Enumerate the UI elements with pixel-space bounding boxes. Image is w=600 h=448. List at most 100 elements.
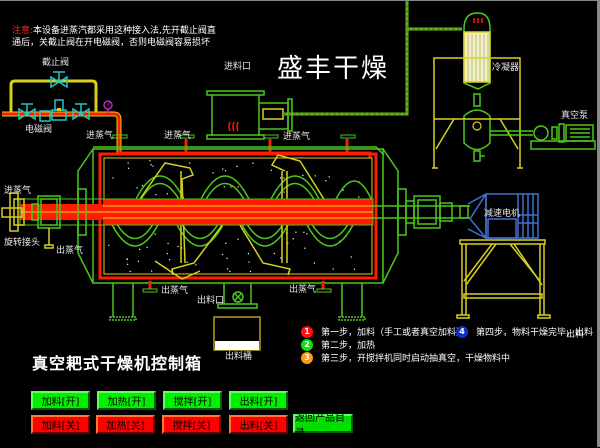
particle [136,187,138,189]
particle [279,177,282,179]
label-condenser: 冷凝器 [492,63,520,73]
heat-off-button[interactable]: 加热[关] [96,415,155,434]
particle [358,196,360,198]
motor-stand [456,239,551,319]
particle [151,270,153,272]
heat-indicator-icon [228,121,239,132]
heat-on-button[interactable]: 加热[开] [97,391,156,410]
condenser [463,12,491,162]
stir-off-button[interactable]: 搅拌[关] [162,415,221,434]
step-1-text: 第一步，加料（手工或者真空加料） [321,328,466,338]
back-to-catalog-button[interactable]: 返回产品目录 [293,413,353,439]
notice-line1: 本设备进蒸汽都采用这种接入法,先开截止阀直 [33,26,216,36]
manual-valve-right-icon[interactable] [72,103,90,121]
rake-arcs [109,175,373,247]
brand-title: 盛丰干燥 [277,54,390,84]
particle [127,162,129,164]
particle [229,270,231,273]
particle [325,180,327,182]
label-rotary-joint: 旋转接头 [4,238,41,248]
reducer-motor [467,192,539,240]
particle [126,258,128,260]
particle [129,270,131,273]
notice-warning-label: 注意: [12,26,34,36]
particle [283,177,285,179]
particle [154,233,156,235]
particle [212,172,214,174]
label-solenoid-valve: 电磁阀 [25,125,53,135]
particle [306,233,308,235]
particle [295,231,297,233]
particle [273,252,275,255]
feed-off-button[interactable]: 加料[关] [31,415,90,434]
heated-shaft [19,198,374,226]
particle [252,162,254,164]
particle [304,247,306,249]
particle [189,162,191,164]
pressure-gauge-icon [103,100,113,114]
particle [141,185,144,187]
particle [167,242,169,245]
particle [177,245,179,248]
label-discharge-right: 出料 [566,330,585,340]
label-steam-out-2: 出蒸气 [161,286,189,296]
rotary-joint [1,188,87,249]
stir-on-button[interactable]: 搅拌[开] [163,391,222,410]
particle [314,175,316,177]
label-reducer-motor: 减速电机 [484,209,521,219]
particle [224,170,227,172]
step-3: 3 第三步，开搅拌机同时启动抽真空，干燥物料中 [301,351,510,364]
vacuum-pump [490,123,596,150]
particle [169,259,171,261]
step-1: 1 第一步，加料（手工或者真空加料） [301,325,465,338]
particle [127,167,130,169]
steam-inlet-piping [2,79,122,153]
particle [230,186,232,188]
condenser-stand [432,57,523,169]
particle [146,246,148,248]
safety-notice: 注意:本设备进蒸汽都采用这种接入法,先开截止阀直 通后，关截止阀在开电磁阀，否则… [12,25,232,49]
solenoid-valve-icon[interactable] [51,99,67,121]
discharge-off-button[interactable]: 出料[关] [229,415,288,434]
particle [247,253,249,255]
particle [108,244,110,246]
particle [186,261,188,263]
label-steam-in-1: 进蒸气 [86,131,114,141]
label-steam-in-left: 进蒸气 [4,186,32,196]
step-4: 4 第四步，物料干燥完毕，出料 [456,325,593,338]
particle [166,193,168,195]
step-2-badge: 2 [301,338,313,351]
particle [127,263,129,265]
particle [303,231,305,233]
vessel-legs [109,283,366,321]
particle [152,165,154,167]
label-shutoff-valve: 截止阀 [42,58,70,68]
step-4-text: 第四步，物料干燥完毕，出料 [476,328,594,338]
particle [223,186,225,188]
label-steam-out-3: 出蒸气 [289,285,317,295]
particle [270,169,272,171]
particle [195,264,197,266]
right-bearing [373,188,470,236]
particle [139,248,141,250]
particle [280,257,282,259]
step-2-text: 第二步，加热 [321,341,376,351]
step-2: 2 第二步，加热 [301,338,375,351]
particle [150,164,152,166]
discharge-outlet [217,283,258,309]
shutoff-valve-icon[interactable] [50,71,68,89]
label-steam-in-3: 进蒸气 [283,132,311,142]
particle [225,242,227,244]
notice-line2: 通后，关截止阀在开电磁阀，否则电磁阀容易损坏 [12,38,211,48]
steam-outlets [142,281,332,293]
particle [221,253,224,256]
manual-valve-left-icon[interactable] [18,103,36,121]
particle [302,174,304,176]
particle [313,262,315,264]
discharge-on-button[interactable]: 出料[开] [229,391,288,410]
feed-inlet-hopper [206,90,293,140]
label-vacuum-pump: 真空泵 [561,111,589,121]
feed-on-button[interactable]: 加料[开] [31,391,90,410]
particle [237,238,239,240]
